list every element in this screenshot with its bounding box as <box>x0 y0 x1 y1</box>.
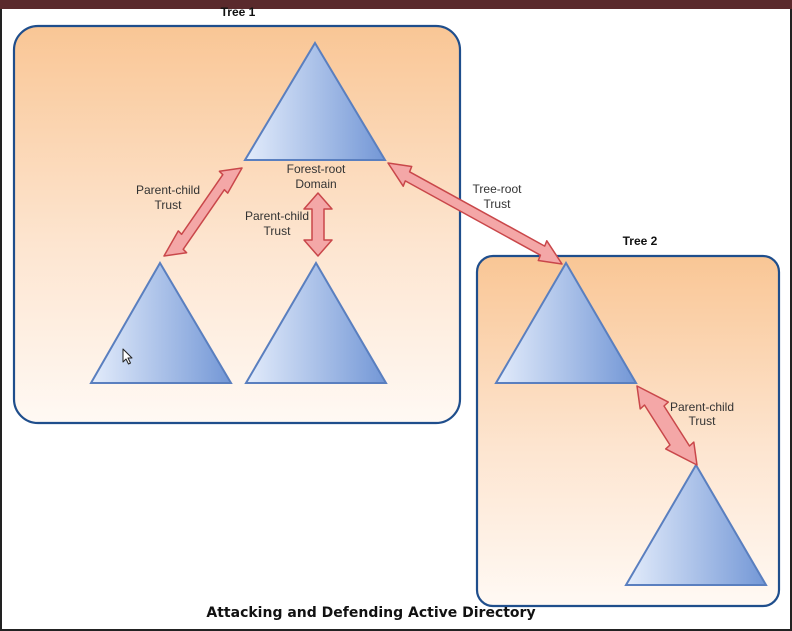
tree2-root-domain-triangle <box>494 261 638 384</box>
parent-child-trust-arrow-center <box>303 192 333 257</box>
pc-trust-tree2-label-line1: Parent-child <box>670 400 734 414</box>
tree2-title: Tree 2 <box>623 234 658 248</box>
parent-child-trust-arrow-tree2 <box>636 385 698 466</box>
mouse-pointer-icon <box>122 348 133 365</box>
pc-trust-center-label-line1: Parent-child <box>245 209 309 223</box>
tree2-child-domain-triangle <box>624 463 768 586</box>
tree-root-trust-label-line1: Tree-root <box>473 182 523 196</box>
tree-root-trust-arrow <box>387 162 563 265</box>
pc-trust-tree2-label-line2: Trust <box>689 414 717 428</box>
pc-trust-left-label-line1: Parent-child <box>136 183 200 197</box>
forest-root-domain-triangle <box>243 41 387 161</box>
pc-trust-center-label-line2: Trust <box>264 224 292 238</box>
tree1-container <box>12 24 462 425</box>
tree-root-trust-label-line2: Trust <box>484 197 512 211</box>
forest-root-label-line1: Forest-root <box>287 162 346 176</box>
child-domain-center-triangle <box>244 261 388 384</box>
parent-child-trust-arrow-left <box>163 167 243 257</box>
pc-trust-left-label-line2: Trust <box>155 198 183 212</box>
diagram-caption: Attacking and Defending Active Directory <box>206 605 536 621</box>
forest-root-label-line2: Domain <box>295 177 336 191</box>
tree1-title: Tree 1 <box>221 5 256 19</box>
window-top-bar <box>0 0 792 9</box>
